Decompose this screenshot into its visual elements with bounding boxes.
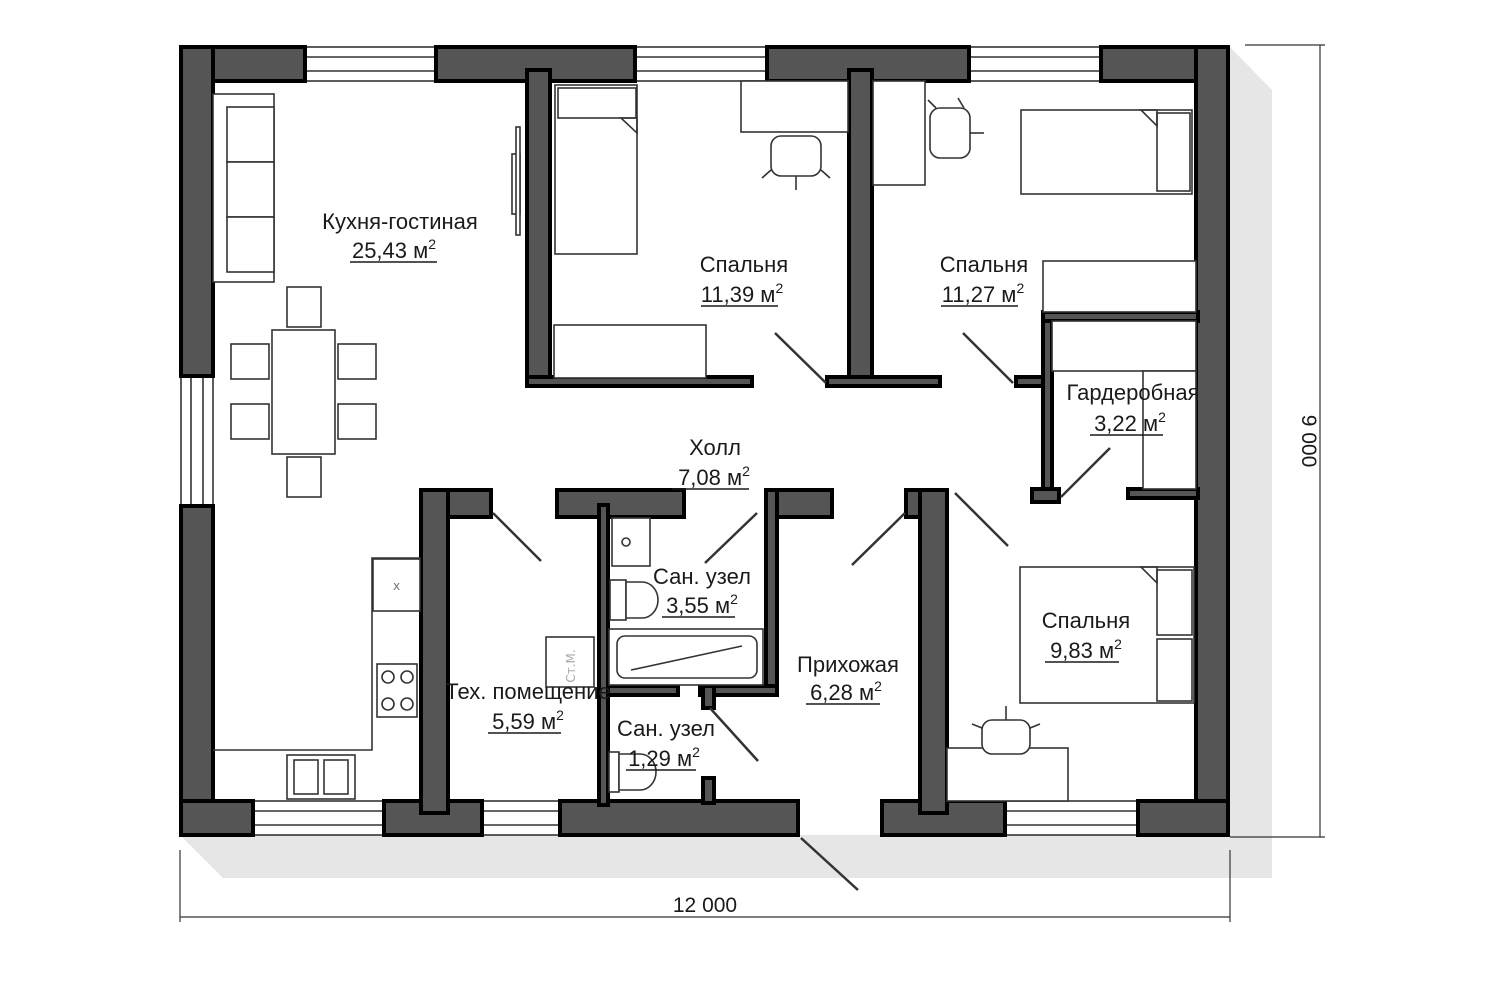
room-name-bathroom-2: Сан. узел [617,716,715,741]
desk-bedroom-1 [740,80,849,133]
width-dimension-label: 12 000 [673,894,737,917]
washing-machine: Ст.М. [545,636,595,688]
outer-walls [179,45,1230,837]
room-area-hall: 7,08 м2 [678,463,750,490]
room-area-utility: 5,59 м2 [492,707,564,734]
tv [511,126,521,236]
room-area-bathroom-2: 1,29 м2 [628,744,700,771]
dimension-width: 12 000 [179,850,1231,922]
bath-fixtures [608,517,764,793]
dining-table [230,286,377,498]
dimension-height: 9 000 [1230,44,1325,838]
desk-bedroom-2 [872,80,926,186]
room-area-bedroom-2: 11,27 м2 [942,280,1025,307]
closet-shelves [1051,320,1197,490]
kitchen-counter: x [213,557,421,800]
room-area-entrance: 6,28 м2 [810,678,882,705]
room-labels: Кухня-гостиная 25,43 м2 Спальня 11,39 м2… [322,209,1199,771]
room-name-closet: Гардеробная [1066,380,1199,405]
room-name-utility: Тех. помещение [445,679,610,704]
room-name-bedroom-3: Спальня [1042,608,1130,633]
bed-bedroom-2 [1020,109,1193,195]
chair-bedroom-1 [761,135,831,190]
sofa [212,93,275,283]
room-name-bathroom-1: Сан. узел [653,564,751,589]
chair-bedroom-3 [971,706,1041,755]
room-area-closet: 3,22 м2 [1094,409,1166,436]
room-name-bedroom-1: Спальня [700,252,788,277]
desk-bedroom-3 [946,747,1069,802]
room-area-bedroom-1: 11,39 м2 [701,280,784,307]
doors [492,332,1111,891]
chair-bedroom-2 [927,97,984,159]
interior-walls [419,68,1200,815]
washer-label: Ст.М. [564,649,578,682]
height-dimension-label: 9 000 [1297,415,1320,468]
room-name-kitchen-living: Кухня-гостиная [322,209,478,234]
bed-bedroom-1 [554,84,638,255]
room-area-kitchen-living: 25,43 м2 [352,236,436,263]
room-area-bedroom-3: 9,83 м2 [1050,636,1122,663]
wardrobe-bedroom-2 [1042,260,1197,313]
room-name-hall: Холл [689,435,741,460]
hob-mark: x [393,579,400,593]
dresser-bedroom-1 [553,324,707,379]
room-name-entrance: Прихожая [797,652,899,677]
bed-bedroom-3 [1019,566,1195,704]
room-area-bathroom-1: 3,55 м2 [666,591,738,618]
room-name-bedroom-2: Спальня [940,252,1028,277]
